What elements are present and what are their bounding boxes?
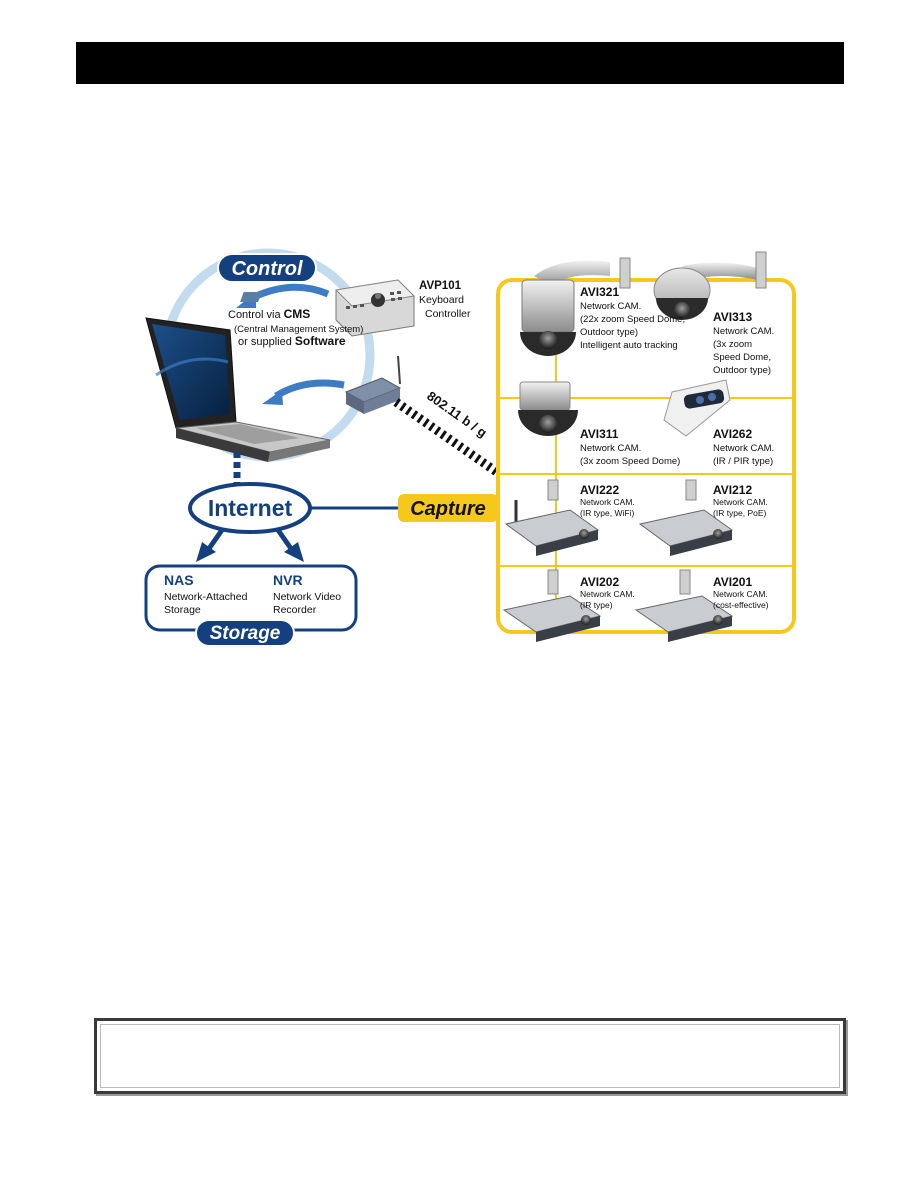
camera-desc-line: Network CAM.	[713, 326, 774, 337]
laptop-device	[145, 317, 331, 462]
camera-desc-line: (22x zoom Speed Dome,	[580, 314, 685, 325]
nas-line1: Network-Attached	[164, 591, 248, 603]
camera-avi321-label: AVI321 Network CAM. (22x zoom Speed Dome…	[580, 285, 685, 351]
cms-line2: (Central Management System)	[234, 324, 363, 335]
avi262-camera-image	[663, 379, 731, 437]
camera-desc-line: Speed Dome,	[713, 352, 771, 363]
note-box-inner	[100, 1024, 840, 1088]
camera-desc-line: (IR type)	[580, 600, 613, 610]
keyboard-line1: Keyboard	[419, 294, 464, 306]
capture-label-pill	[398, 494, 498, 522]
camera-desc-line: Outdoor type)	[580, 327, 638, 338]
nvr-line1: Network Video	[273, 591, 341, 603]
keyboard-line2: Controller	[425, 308, 471, 320]
wireless-router-device	[344, 355, 402, 414]
camera-model: AVI212	[713, 483, 752, 497]
avi201-camera-image	[634, 569, 734, 642]
nvr-line2: Recorder	[273, 604, 317, 616]
camera-model: AVI201	[713, 575, 752, 589]
capture-label: Capture	[410, 498, 486, 520]
wifi-link-line	[393, 398, 517, 488]
camera-avi202-label: AVI202 Network CAM. (IR type)	[580, 575, 635, 610]
camera-desc-line: (3x zoom	[713, 339, 752, 350]
cms-line3: or supplied Software	[238, 334, 346, 348]
control-label-pill: Control	[217, 253, 317, 283]
internet-label: Internet	[208, 495, 293, 521]
storage-label: Storage	[210, 623, 281, 644]
camera-desc-line: (IR type, PoE)	[713, 508, 767, 518]
camera-avi201-label: AVI201 Network CAM. (cost-effective)	[713, 575, 769, 610]
keyboard-model: AVP101	[419, 280, 462, 292]
camera-desc-line: (3x zoom Speed Dome)	[580, 456, 680, 467]
camera-model: AVI222	[580, 483, 619, 497]
camera-desc-line: (IR / PIR type)	[713, 456, 773, 467]
nas-line2: Storage	[164, 604, 201, 616]
camera-desc-line: Network CAM.	[713, 443, 774, 454]
camera-desc-line: (cost-effective)	[713, 600, 769, 610]
camera-model: AVI262	[713, 427, 752, 441]
camera-desc-line: Network CAM.	[713, 589, 768, 599]
storage-label-pill	[195, 619, 295, 647]
avi212-camera-image	[638, 479, 734, 556]
keyboard-controller-device	[240, 279, 416, 337]
camera-avi262-label: AVI262 Network CAM. (IR / PIR type)	[713, 427, 774, 467]
camera-model: AVI202	[580, 575, 619, 589]
camera-desc-line: Network CAM.	[580, 589, 635, 599]
cms-line1: Control via CMS	[228, 307, 310, 321]
camera-desc-line: Intelligent auto tracking	[580, 340, 678, 351]
camera-desc-line: Network CAM.	[580, 497, 635, 507]
camera-desc-line: Network CAM.	[580, 443, 641, 454]
avi222-camera-image	[504, 479, 600, 556]
control-arrow-bottom	[262, 379, 345, 405]
camera-model: AVI321	[580, 285, 619, 299]
storage-arrow-left	[196, 528, 225, 562]
nas-title: NAS	[164, 572, 194, 588]
wifi-label: 802.11 b / g	[424, 388, 489, 440]
camera-avi311-label: AVI311 Network CAM. (3x zoom Speed Dome)	[580, 427, 680, 467]
storage-arrow-right	[275, 528, 304, 562]
camera-desc-line: Outdoor type)	[713, 365, 771, 376]
camera-desc-line: (IR type, WiFi)	[580, 508, 634, 518]
camera-avi212-label: AVI212 Network CAM. (IR type, PoE)	[713, 483, 768, 518]
avi313-camera-image	[653, 251, 767, 320]
avi321-camera-image	[520, 257, 631, 356]
camera-desc-line: Network CAM.	[713, 497, 768, 507]
nvr-title: NVR	[273, 572, 303, 588]
camera-avi313-label: AVI313 Network CAM. (3x zoom Speed Dome,…	[713, 310, 774, 376]
camera-model: AVI311	[580, 427, 619, 441]
camera-avi222-label: AVI222 Network CAM. (IR type, WiFi)	[580, 483, 635, 518]
avi202-camera-image	[502, 569, 602, 642]
header-bar	[76, 42, 844, 84]
avi311-camera-image	[518, 381, 578, 436]
camera-desc-line: Network CAM.	[580, 301, 641, 312]
control-label: Control	[231, 258, 303, 280]
camera-model: AVI313	[713, 310, 752, 324]
note-box	[94, 1018, 846, 1094]
